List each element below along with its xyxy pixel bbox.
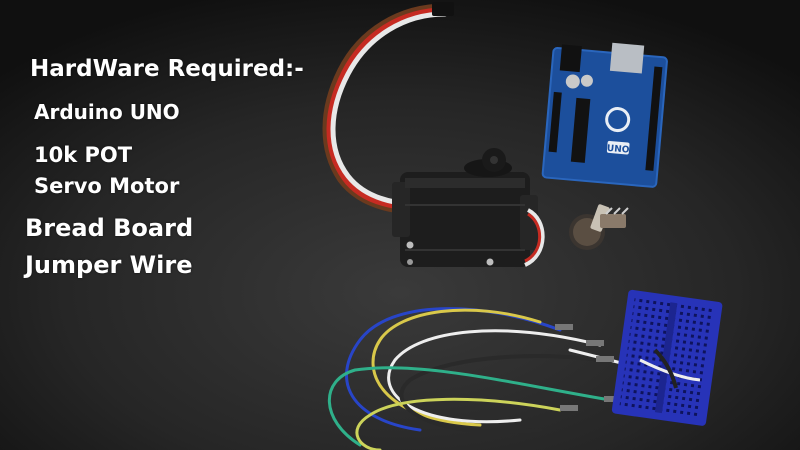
- breadboard-wires: [639, 348, 701, 389]
- hardware-item-jumper-wire: Jumper Wire: [25, 251, 193, 279]
- arduino-uno-board: UNO: [541, 42, 668, 188]
- breadboard: [611, 289, 723, 426]
- servo-cable: [322, 2, 454, 215]
- hardware-item-arduino: Arduino UNO: [34, 100, 180, 124]
- hardware-item-servo: Servo Motor: [34, 174, 180, 198]
- servo-motor: [392, 148, 545, 267]
- board-logo-text: UNO: [606, 144, 630, 156]
- jumper-wires: [327, 307, 702, 450]
- hardware-heading: HardWare Required:-: [30, 56, 304, 82]
- hardware-item-breadboard: Bread Board: [25, 214, 194, 242]
- potentiometer: [569, 204, 629, 250]
- hardware-item-pot: 10k POT: [34, 143, 133, 167]
